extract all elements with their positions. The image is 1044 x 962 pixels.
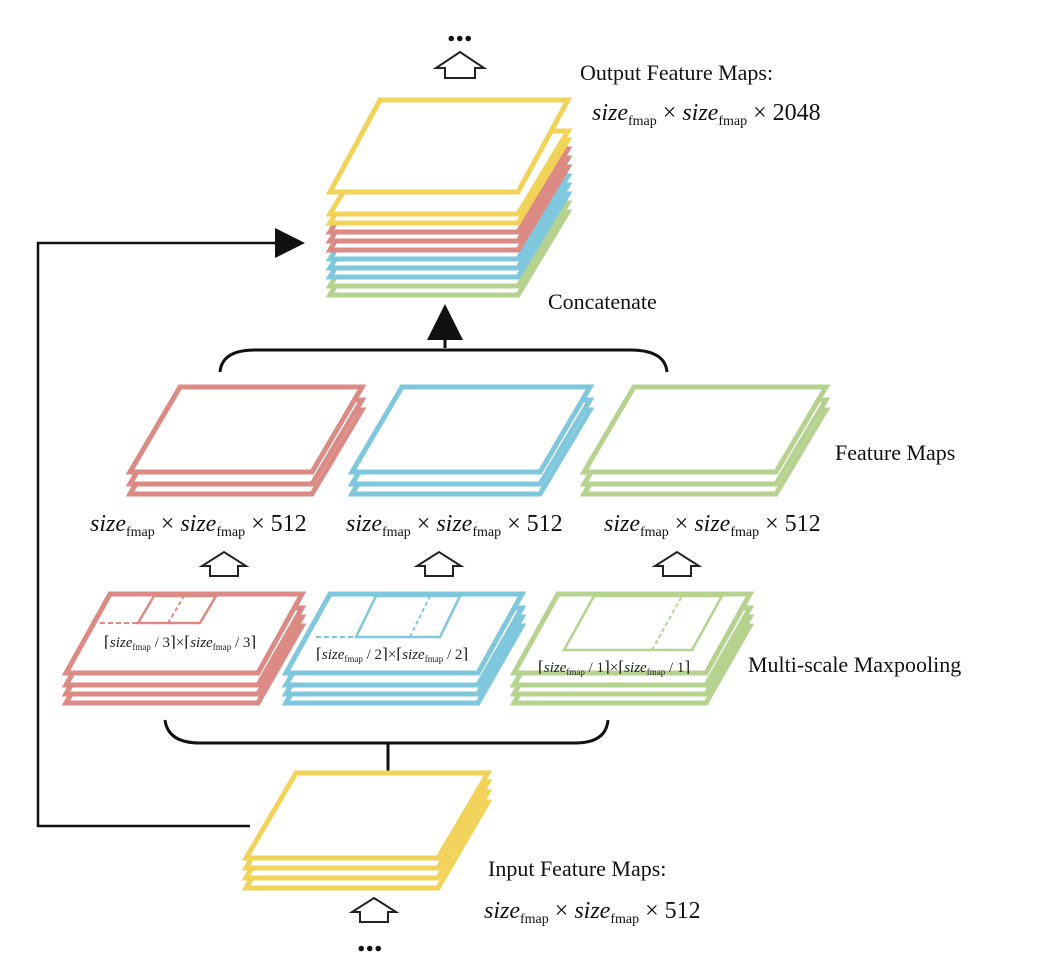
feature-map-blue-stack [347,384,595,497]
pooling-green-dash-v [651,595,683,651]
pooling-green-size-label: ⌈sizefmap / 1⌉×⌈sizefmap / 1⌉ [538,660,691,677]
concatenate-brace [218,348,669,373]
branch-3-formula: sizefmap × sizefmap × 512 [604,511,821,540]
output-formula: sizefmap × sizefmap × 2048 [592,100,821,129]
multiscale-maxpooling-label: Multi-scale Maxpooling [748,652,962,677]
input-up-arrow-icon [348,896,400,923]
input-feature-map-stack [241,770,493,891]
feature-map-red-stack [125,384,367,497]
skip-connection-line [36,228,305,828]
branch-3-up-arrow-icon [651,550,703,577]
pooling-green-window [561,594,725,652]
output-up-arrow-icon [432,50,488,79]
pooling-red-layer-1 [61,591,307,676]
feature-maps-label: Feature Maps [835,440,956,465]
input-title: Input Feature Maps: [488,856,667,881]
output-title: Output Feature Maps: [580,60,774,85]
input-layer-1 [241,770,493,861]
pooling-blue-size-label: ⌈sizefmap / 2⌉×⌈sizefmap / 2⌉ [316,647,469,664]
feature-map-red-layer-1 [125,384,367,475]
pooling-brace [163,719,610,745]
branch-2-formula: sizefmap × sizefmap × 512 [346,511,563,540]
top-ellipsis: ... [447,12,473,49]
pooling-green-stack [509,591,755,706]
branch-1-up-arrow-icon [198,550,250,577]
output-feature-map-stack [325,97,573,298]
branch-2-up-arrow-icon [413,550,465,577]
feature-map-green-layer-1 [579,384,831,475]
pooling-green-layer-1 [509,591,755,676]
output-layer-yellow-top [325,97,573,195]
pooling-blue-window [353,594,463,639]
feature-map-blue-layer-1 [347,384,595,475]
input-formula: sizefmap × sizefmap × 512 [484,898,701,927]
pooling-red-window [135,594,219,625]
concatenate-label: Concatenate [548,289,657,314]
pooling-blue-dash-v [409,595,431,638]
feature-map-green-stack [579,384,831,497]
pooling-blue-layer-1 [281,591,527,676]
pooling-red-dash-v [167,595,185,624]
branch-1-formula: sizefmap × sizefmap × 512 [90,511,307,540]
pooling-blue-stack [281,591,527,706]
bottom-ellipsis: ... [357,922,383,959]
pooling-red-stack [61,591,307,706]
pooling-red-size-label: ⌈sizefmap / 3⌉×⌈sizefmap / 3⌉ [104,635,257,652]
